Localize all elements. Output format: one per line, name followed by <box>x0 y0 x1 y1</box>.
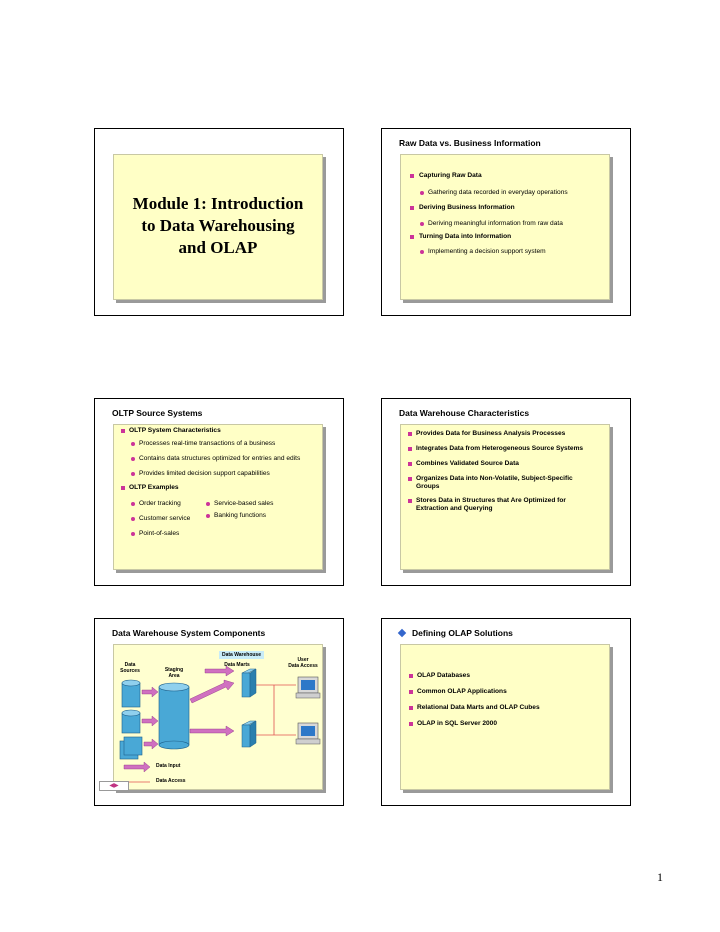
bullet-dot-icon <box>131 472 135 476</box>
bullet-square-icon <box>121 429 125 433</box>
legend-data-access: Data Access <box>156 778 186 784</box>
bullet-text: Implementing a decision support system <box>428 248 546 255</box>
bullet-text: Deriving Business Information <box>419 204 515 211</box>
data-sources-label: Data Sources <box>120 662 140 674</box>
bullet-dot-icon <box>131 532 135 536</box>
input-arrow <box>141 686 159 698</box>
example-item: Service-based sales <box>214 500 274 507</box>
content-panel: OLTP System Characteristics Processes re… <box>113 424 323 570</box>
bullet-text: OLTP Examples <box>129 484 179 491</box>
slide-dw-characteristics: Data Warehouse Characteristics Provides … <box>381 398 631 586</box>
bullet-text: Deriving meaningful information from raw… <box>428 220 563 227</box>
example-item: Customer service <box>139 515 191 522</box>
user-data-access-label: User Data Access <box>288 657 318 669</box>
slide-defining-olap: Defining OLAP Solutions OLAP Databases C… <box>381 618 631 806</box>
system-diagram <box>119 665 321 783</box>
legend-input-arrow <box>123 761 151 773</box>
input-arrow <box>189 725 235 737</box>
slide-module-title: Module 1: Introduction to Data Warehousi… <box>94 128 344 316</box>
example-item: Order tracking <box>139 500 181 507</box>
workstation-icon <box>295 722 321 745</box>
bullet-dot-icon <box>420 222 424 226</box>
bullet-text: Stores Data in Structures that Are Optim… <box>416 497 566 504</box>
title-panel: Module 1: Introduction to Data Warehousi… <box>113 154 323 300</box>
example-item: Banking functions <box>214 512 267 519</box>
input-arrow <box>204 665 235 677</box>
bullet-square-icon <box>408 432 412 436</box>
bullet-text: Combines Validated Source Data <box>416 460 519 467</box>
staging-area-label: Staging Area <box>164 667 184 679</box>
bullet-square-icon <box>409 706 413 710</box>
bullet-dot-icon <box>420 191 424 195</box>
bullet-text: Organizes Data into Non-Volatile, Subjec… <box>416 475 573 482</box>
bullet-square-icon <box>409 674 413 678</box>
bullet-text: Relational Data Marts and OLAP Cubes <box>417 704 540 711</box>
diamond-icon <box>397 628 407 638</box>
bullet-text: Common OLAP Applications <box>417 688 507 695</box>
page-number: 1 <box>657 870 663 884</box>
bullet-square-icon <box>408 447 412 451</box>
bullet-square-icon <box>410 174 414 178</box>
bullet-square-icon <box>408 462 412 466</box>
bullet-text: Contains data structures optimized for e… <box>139 455 301 462</box>
bullet-dot-icon <box>206 502 210 506</box>
data-mart-cube-icon <box>241 668 257 698</box>
bullet-text: Capturing Raw Data <box>419 172 482 179</box>
source-database-icon <box>119 736 143 760</box>
content-panel: OLAP Databases Common OLAP Applications … <box>400 644 610 790</box>
input-arrow <box>143 738 159 750</box>
bullet-text: Provides limited decision support capabi… <box>139 470 270 477</box>
data-mart-cube-icon <box>241 720 257 748</box>
workstation-icon <box>295 676 321 699</box>
bullet-text: Processes real-time transactions of a bu… <box>139 440 276 447</box>
bullet-text-continued: Extraction and Querying <box>416 505 493 512</box>
bullet-dot-icon <box>420 250 424 254</box>
bullet-dot-icon <box>131 517 135 521</box>
bullet-text: OLAP in SQL Server 2000 <box>417 720 498 727</box>
bullet-text: Integrates Data from Heterogeneous Sourc… <box>416 445 584 452</box>
slide-title: Defining OLAP Solutions <box>412 628 513 638</box>
input-arrow <box>189 679 235 704</box>
bullet-text: Gathering data recorded in everyday oper… <box>428 189 568 196</box>
bullet-square-icon <box>410 206 414 210</box>
diagram-panel: Data Warehouse Data Sources Staging Area… <box>113 644 323 790</box>
bullet-dot-icon <box>131 457 135 461</box>
staging-database-icon <box>158 682 190 750</box>
slide-title: Raw Data vs. Business Information <box>399 138 541 148</box>
bullet-square-icon <box>410 235 414 239</box>
bullet-square-icon <box>408 477 412 481</box>
bullet-dot-icon <box>131 502 135 506</box>
content-panel: Provides Data for Business Analysis Proc… <box>400 424 610 570</box>
bullet-text: OLAP Databases <box>417 672 471 679</box>
example-item: Point-of-sales <box>139 530 180 537</box>
slide-oltp-source-systems: OLTP Source Systems OLTP System Characte… <box>94 398 344 586</box>
slide-dw-system-components: Data Warehouse System Components Data Wa… <box>94 618 344 806</box>
bullet-text: OLTP System Characteristics <box>129 427 221 434</box>
bullet-dot-icon <box>206 514 210 518</box>
content-panel: Capturing Raw Data Gathering data record… <box>400 154 610 300</box>
slide-title: OLTP Source Systems <box>112 408 203 418</box>
bullet-text: Turning Data into Information <box>419 233 512 240</box>
slide-raw-data: Raw Data vs. Business Information Captur… <box>381 128 631 316</box>
source-database-icon <box>121 679 141 708</box>
bullet-square-icon <box>409 690 413 694</box>
bullet-square-icon <box>408 499 412 503</box>
source-database-icon <box>121 709 141 734</box>
slide-navigation-icon: ◀▶ <box>99 781 129 791</box>
bullet-text: Provides Data for Business Analysis Proc… <box>416 430 566 437</box>
bullet-dot-icon <box>131 442 135 446</box>
legend-data-input: Data Input <box>156 763 181 769</box>
input-arrow <box>141 715 159 727</box>
slide-title: Data Warehouse System Components <box>112 628 266 638</box>
module-title: Module 1: Introduction to Data Warehousi… <box>132 194 304 257</box>
data-marts-label: Data Marts <box>224 662 250 668</box>
slide-title: Data Warehouse Characteristics <box>399 408 530 418</box>
bullet-square-icon <box>409 722 413 726</box>
bullet-text-continued: Groups <box>416 483 440 490</box>
bullet-square-icon <box>121 486 125 490</box>
data-warehouse-label: Data Warehouse <box>219 651 264 659</box>
